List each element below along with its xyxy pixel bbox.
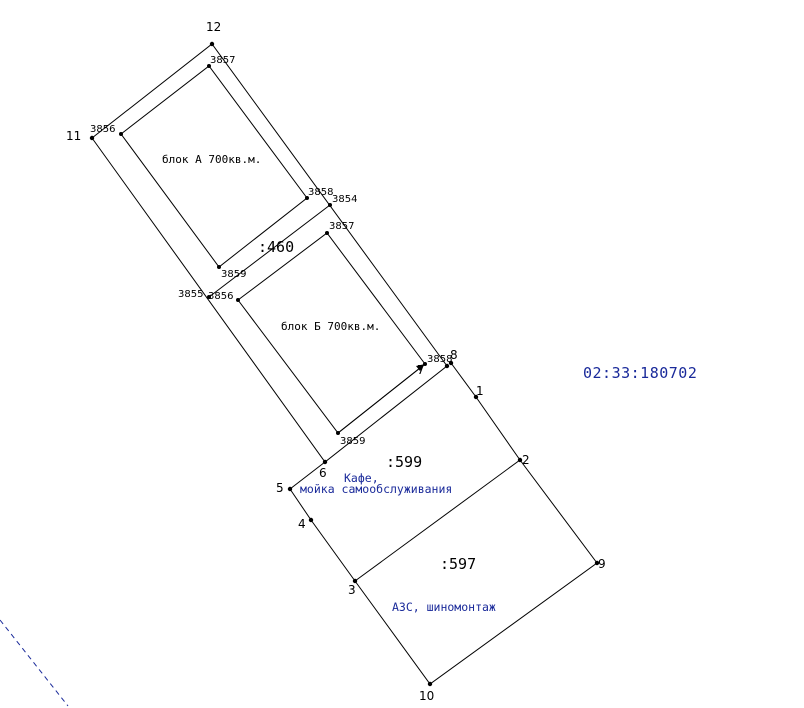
label-point-3: 3 [348,583,356,597]
label-3858-b: 3858 [427,354,452,365]
label-point-4: 4 [298,517,306,531]
parcel-divider [354,459,521,582]
label-point-9: 9 [598,557,606,571]
label-block-a: блок А 700кв.м. [162,153,261,166]
parcel-599-north [289,461,326,490]
label-3854: 3854 [332,194,357,205]
survey-points [89,41,600,687]
use-carwash: мойка самообслуживания [300,482,452,496]
point-3854 [328,203,332,207]
point-5 [287,486,293,492]
point-8 [448,360,454,366]
point-3 [352,578,358,584]
point-11 [89,135,95,141]
point-3856a [119,132,123,136]
dashed-boundary [0,619,69,707]
point-3858a [305,196,309,200]
point-12 [209,41,215,47]
point-10 [427,681,433,687]
point-3855 [207,295,211,299]
label-3855: 3855 [178,289,203,300]
parcel-599-label: :599 [386,453,422,471]
label-point-1: 1 [476,384,484,398]
point-1 [473,394,479,400]
point-3859a [217,265,221,269]
arrow-line [337,367,421,434]
label-point-12: 12 [206,20,221,34]
use-cafe: Кафе, [344,471,379,485]
label-point-11: 11 [66,129,81,143]
label-point-2: 2 [522,453,530,467]
label-3856-a: 3856 [90,124,115,135]
label-3856-b: 3856 [208,291,233,302]
point-3859b [336,431,340,435]
label-point-10: 10 [419,689,434,703]
label-3859-a: 3859 [221,269,246,280]
point-3857b [325,231,329,235]
block-a-outline [120,65,308,268]
label-point-6: 6 [319,466,327,480]
label-block-b: блок Б 700кв.м. [281,320,380,333]
point-3856b [236,298,240,302]
point-3858b [423,362,427,366]
block-separator [208,204,331,298]
parcel-597-label: :597 [440,555,476,573]
parcel-599-west [289,488,356,582]
label-3859-b: 3859 [340,436,365,447]
parcel-597-boundary [354,459,598,685]
arrow-head [416,364,425,371]
label-3857-a: 3857 [210,55,235,66]
label-3858-a: 3858 [308,187,333,198]
cadastral-number: 02:33:180702 [583,364,697,382]
point-9 [594,560,600,566]
point-7 [444,363,450,369]
point-2 [517,457,523,463]
point-6 [322,459,328,465]
use-gas-station: АЗС, шиномонтаж [392,600,496,614]
label-point-7: 7 [417,363,425,377]
label-point-5: 5 [276,481,284,495]
label-3857-b: 3857 [329,221,354,232]
parcel-460-label: :460 [258,238,294,256]
point-3857a [207,64,211,68]
point-4 [308,517,314,523]
block-b-outline [237,232,426,434]
parcel-599-east [450,362,521,461]
label-point-8: 8 [450,348,458,362]
